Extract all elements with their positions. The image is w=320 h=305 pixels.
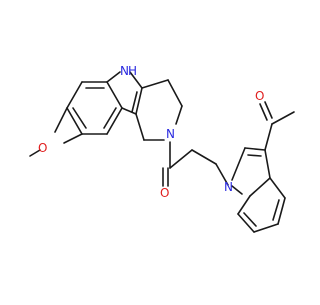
o-acetyl-label: O <box>255 89 264 103</box>
bond-double <box>243 212 257 227</box>
bond <box>269 177 286 199</box>
bond <box>106 107 123 135</box>
bond <box>135 113 145 141</box>
bond <box>29 149 41 157</box>
bond-double <box>247 154 262 157</box>
bond-double <box>72 107 87 129</box>
o-methoxy-label: O <box>38 141 47 155</box>
o-amide-label: O <box>160 186 169 200</box>
bond <box>249 177 271 197</box>
bond <box>106 71 121 83</box>
bond <box>244 147 266 151</box>
bond <box>237 195 251 215</box>
bond <box>264 149 271 179</box>
bond <box>66 81 83 109</box>
bond-double <box>259 103 268 121</box>
bond <box>271 111 295 125</box>
n-amide-label: N <box>166 127 175 141</box>
bond <box>167 79 183 107</box>
bond <box>175 105 183 125</box>
bond-double <box>272 199 280 221</box>
bond <box>253 223 279 233</box>
bond <box>277 197 286 225</box>
bond <box>141 79 169 89</box>
n-indole-label: N <box>224 180 233 194</box>
bond <box>135 87 143 115</box>
nh-h-label: H <box>128 64 137 78</box>
atom-labels: N H N N O O O <box>38 64 264 200</box>
bond-double <box>264 101 273 119</box>
bond <box>237 213 255 233</box>
bond <box>121 107 137 115</box>
bond <box>63 133 83 144</box>
bonds <box>29 71 295 233</box>
bond <box>231 185 243 195</box>
bond-double <box>131 91 138 113</box>
nh-label: N <box>120 64 129 78</box>
bond <box>215 163 229 186</box>
bond <box>169 149 193 169</box>
bond <box>54 107 68 133</box>
bond <box>264 123 273 151</box>
bond <box>191 149 217 165</box>
bond <box>129 71 143 89</box>
bond-double <box>103 107 117 129</box>
bond <box>231 147 246 181</box>
bond <box>106 81 123 109</box>
molecule-structure: N H N N O O O <box>29 64 295 233</box>
bond <box>66 107 83 135</box>
structure-canvas: N H N N O O O <box>29 64 295 233</box>
